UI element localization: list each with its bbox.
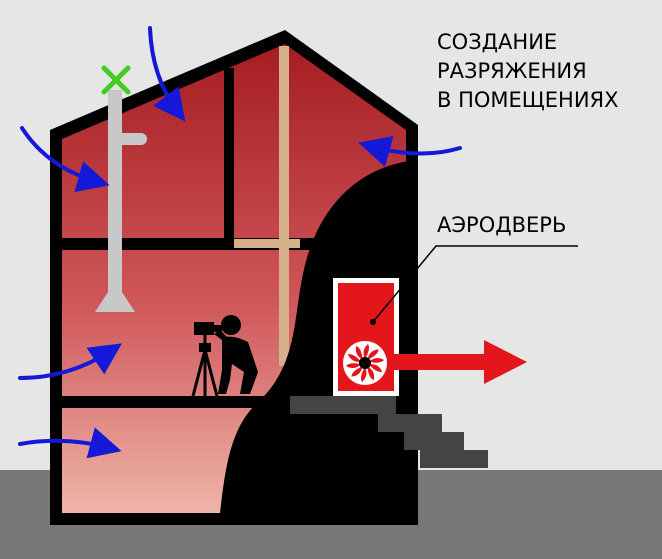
fan-icon bbox=[343, 341, 387, 385]
curved-airflow-arrow-icon bbox=[18, 343, 122, 380]
pressure-zone bbox=[220, 160, 418, 513]
camera-tripod-figure-icon bbox=[191, 315, 258, 397]
floor-beam bbox=[234, 239, 300, 248]
curved-airflow-arrow-icon bbox=[20, 126, 110, 193]
curved-airflow-arrow-icon bbox=[148, 26, 186, 122]
aerodoor-leader-line bbox=[372, 245, 578, 323]
vent-duct bbox=[108, 90, 122, 292]
depressurization-label-line-3: В ПОМЕЩЕНИЯХ bbox=[437, 88, 619, 112]
depressurization-label-line-1: СОЗДАНИЕ bbox=[437, 30, 557, 54]
vent-elbow-joint bbox=[135, 133, 147, 145]
stairs bbox=[290, 396, 488, 468]
aerodoor-label: АЭРОДВЕРЬ bbox=[437, 213, 566, 237]
vent-hood bbox=[95, 292, 135, 312]
vent-cap-cross-icon bbox=[101, 65, 131, 95]
airflow-arrows bbox=[18, 26, 462, 459]
curved-airflow-arrow-icon bbox=[358, 135, 462, 167]
attic-partition bbox=[224, 68, 234, 240]
exhaust-arrow-icon bbox=[388, 340, 527, 384]
curved-airflow-arrow-icon bbox=[18, 427, 122, 459]
depressurization-label-line-2: РАЗРЯЖЕНИЯ bbox=[437, 59, 587, 83]
roof-beam bbox=[279, 46, 289, 366]
vent-elbow bbox=[122, 133, 140, 145]
aerodoor-unit bbox=[333, 278, 399, 396]
